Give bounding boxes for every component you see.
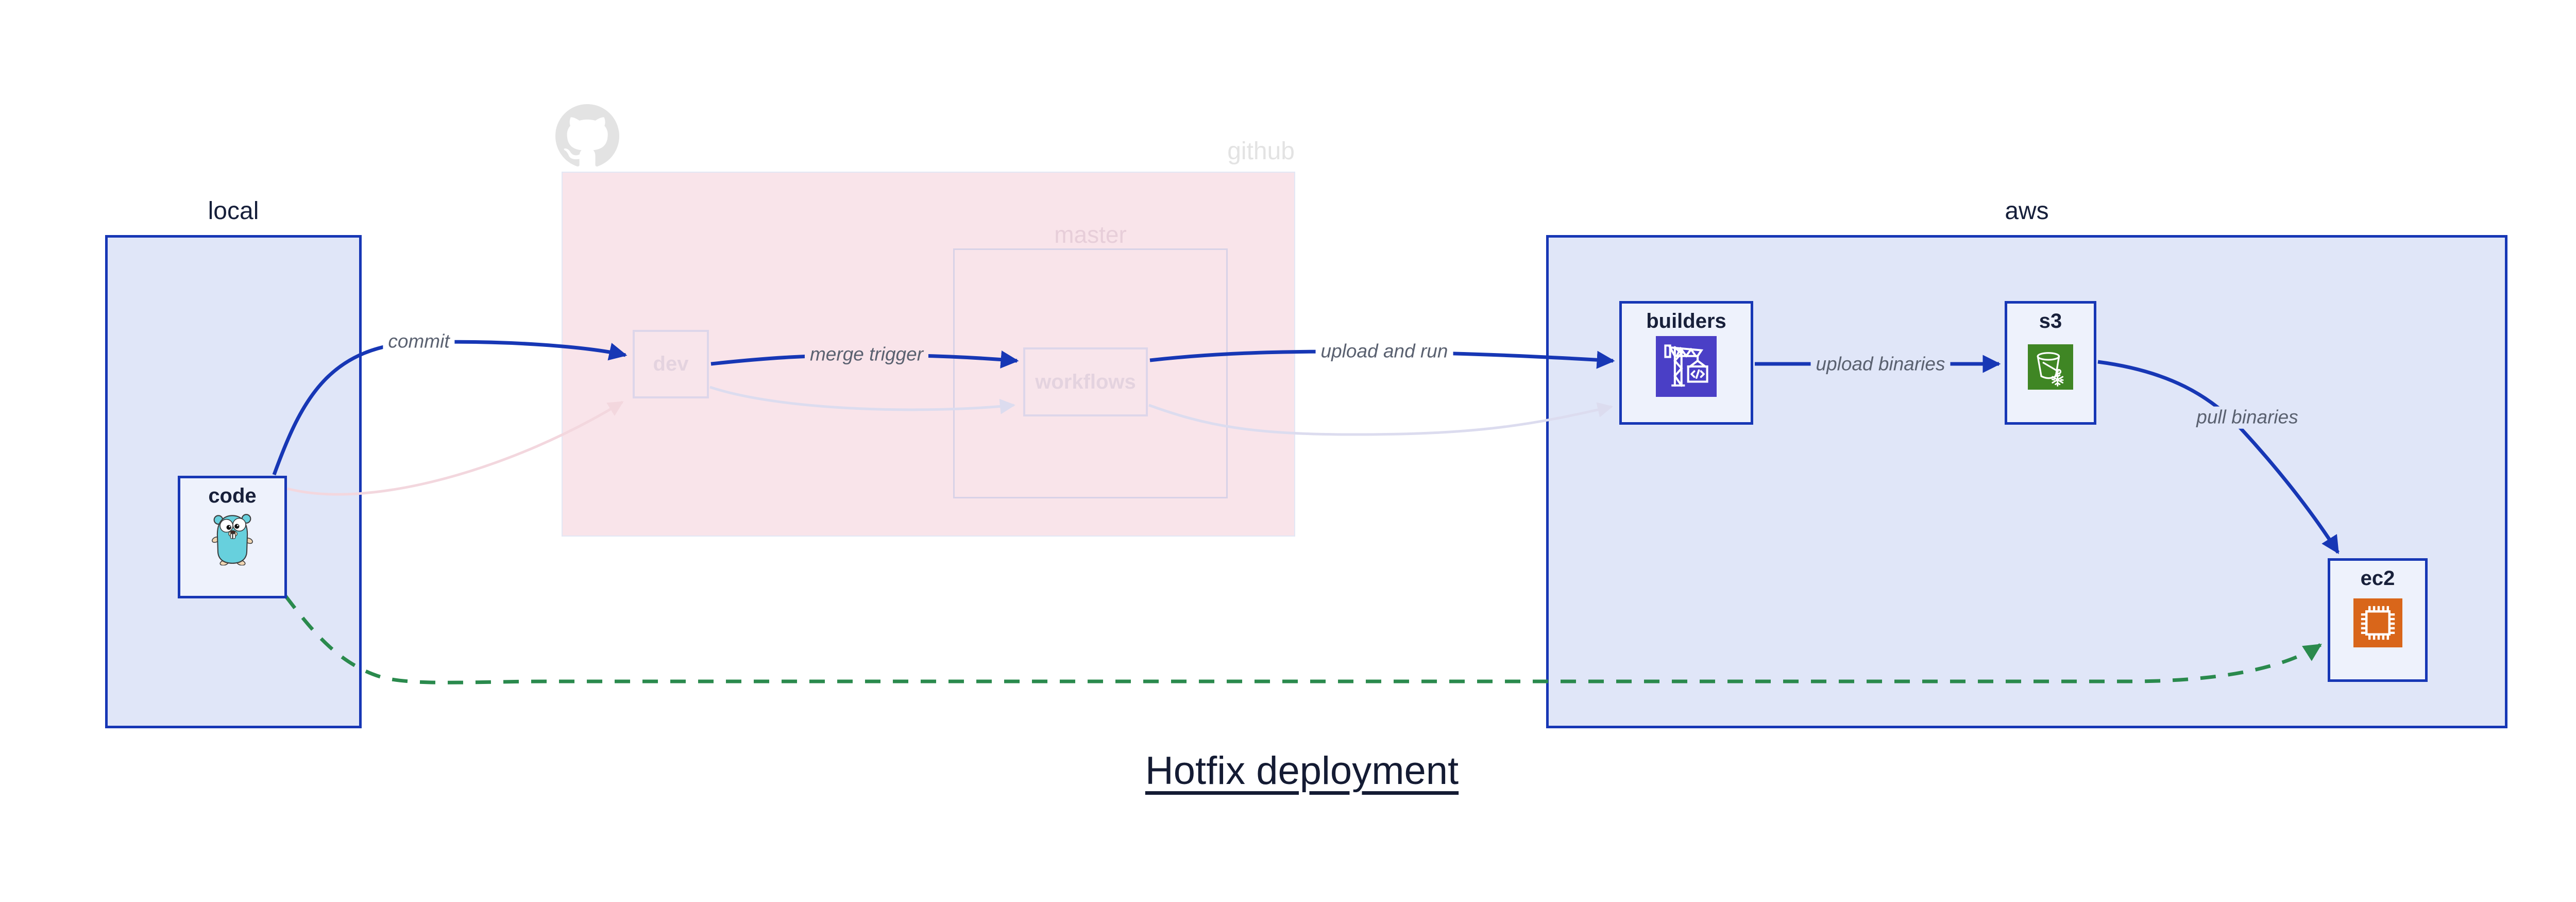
go-gopher-icon	[212, 514, 253, 565]
edge-label-pull-binaries: pull binaries	[2191, 406, 2303, 429]
node-builders-label: builders	[1646, 310, 1726, 332]
edge-label-upload-and-run: upload and run	[1315, 340, 1453, 363]
node-ec2: ec2	[2328, 558, 2428, 682]
node-workflows: workflows	[1023, 347, 1148, 416]
group-label-local: local	[208, 197, 259, 225]
node-builders: builders	[1619, 301, 1753, 425]
aws-codebuild-icon	[1656, 336, 1717, 397]
node-dev: dev	[633, 330, 709, 398]
node-ec2-label: ec2	[2360, 567, 2395, 590]
node-s3: s3	[2005, 301, 2096, 425]
github-octocat-icon	[555, 104, 619, 166]
edge-label-merge-trigger: merge trigger	[804, 343, 929, 366]
group-label-github: github	[1227, 138, 1295, 165]
node-code: code	[178, 476, 287, 598]
aws-s3-glacier-icon	[2028, 344, 2073, 390]
node-workflows-label: workflows	[1035, 370, 1136, 393]
edge-label-upload-binaries: upload binaries	[1810, 353, 1951, 376]
node-code-label: code	[208, 485, 257, 507]
group-label-aws: aws	[2005, 197, 2049, 225]
aws-ec2-icon	[2353, 598, 2402, 647]
edge-label-commit: commit	[383, 330, 455, 353]
group-master	[953, 248, 1228, 498]
group-label-master: master	[1054, 221, 1127, 248]
node-s3-label: s3	[2039, 310, 2062, 332]
node-dev-label: dev	[653, 353, 689, 375]
diagram-title: Hotfix deployment	[1145, 749, 1459, 793]
